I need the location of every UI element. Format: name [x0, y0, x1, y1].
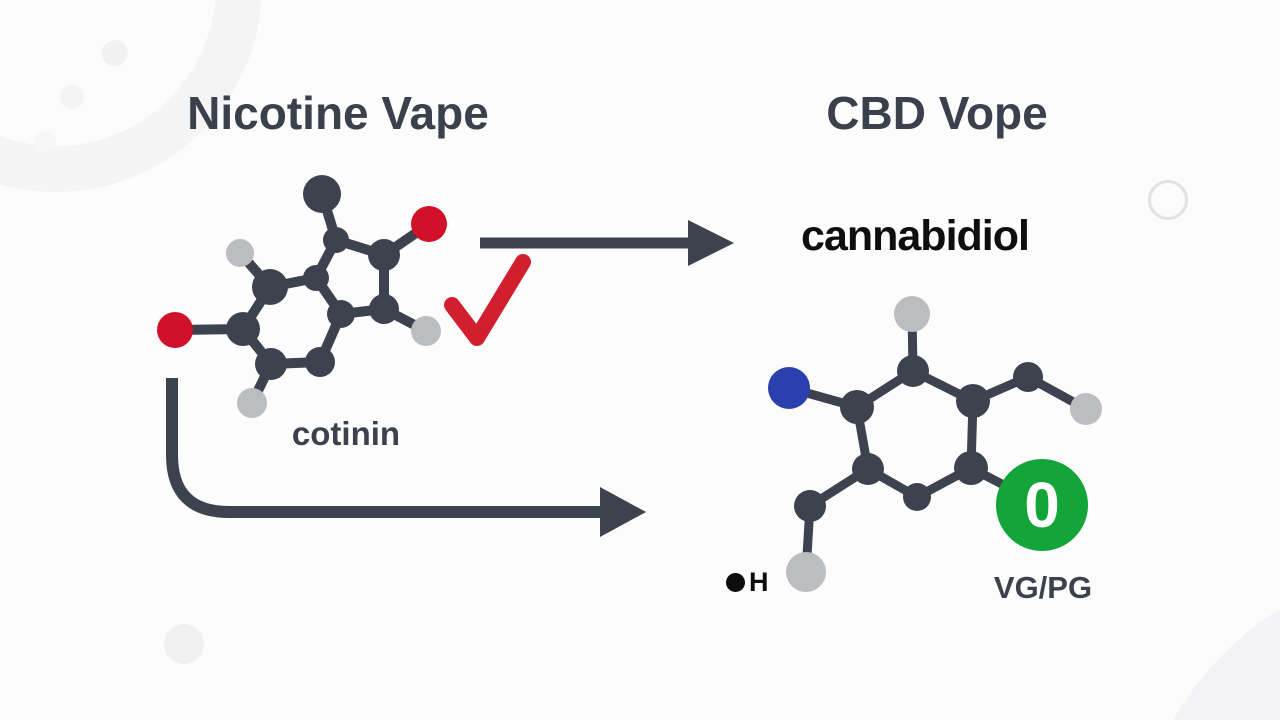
right-title: CBD Vope: [826, 87, 1048, 139]
dark-atom: [252, 269, 288, 305]
gray-atom: [226, 239, 254, 267]
gray-atom: [894, 296, 930, 332]
left-title: Nicotine Vape: [187, 87, 489, 139]
decorative-circle: [164, 624, 204, 664]
dark-atom: [327, 300, 355, 328]
dark-atom: [303, 175, 341, 213]
dark-atom: [903, 483, 931, 511]
nicotine-molecule: [157, 175, 447, 418]
cbd-molecule: 0: [768, 296, 1102, 592]
dark-atom: [897, 355, 929, 387]
dark-atom: [323, 227, 349, 253]
dark-atom: [368, 239, 400, 271]
vgpg-label: VG/PG: [993, 570, 1093, 605]
gray-atom: [786, 552, 826, 592]
oh-group-label: H: [726, 568, 769, 596]
hydrogen-letter: H: [749, 567, 769, 597]
dark-atom: [305, 347, 335, 377]
arrow-head: [600, 487, 646, 537]
arrow-shaft: [166, 378, 602, 518]
gray-atom: [237, 388, 267, 418]
decorative-circle: [34, 131, 56, 153]
dark-atom: [369, 294, 399, 324]
cannabidiol-label: cannabidiol: [801, 212, 1030, 260]
gray-atom: [411, 316, 441, 346]
dark-atom: [954, 451, 988, 485]
red-atom: [411, 206, 447, 242]
straight-arrow: [480, 220, 734, 266]
dark-atom: [303, 265, 329, 291]
dark-atom: [956, 384, 990, 418]
blue-atom: [768, 367, 810, 409]
dark-atom: [840, 390, 874, 424]
zero-badge-text: 0: [1024, 469, 1060, 541]
decorative-circle: [60, 85, 84, 109]
dark-atom: [852, 453, 884, 485]
red-atom: [157, 312, 193, 348]
curved-arrow: [166, 378, 646, 537]
dark-atom: [255, 348, 287, 380]
dark-atom: [226, 312, 260, 346]
gray-atom: [1070, 393, 1102, 425]
oxygen-dot-icon: [726, 572, 745, 592]
arrow-head: [688, 220, 734, 266]
checkmark-icon: [444, 254, 531, 346]
decorative-ring: [1148, 180, 1188, 220]
dark-atom: [1013, 362, 1043, 392]
cotinin-label: cotinin: [291, 415, 401, 452]
dark-atom: [794, 490, 826, 522]
decorative-circle: [102, 40, 128, 66]
zero-badge: [996, 459, 1088, 551]
checkmark-stroke: [444, 254, 531, 346]
